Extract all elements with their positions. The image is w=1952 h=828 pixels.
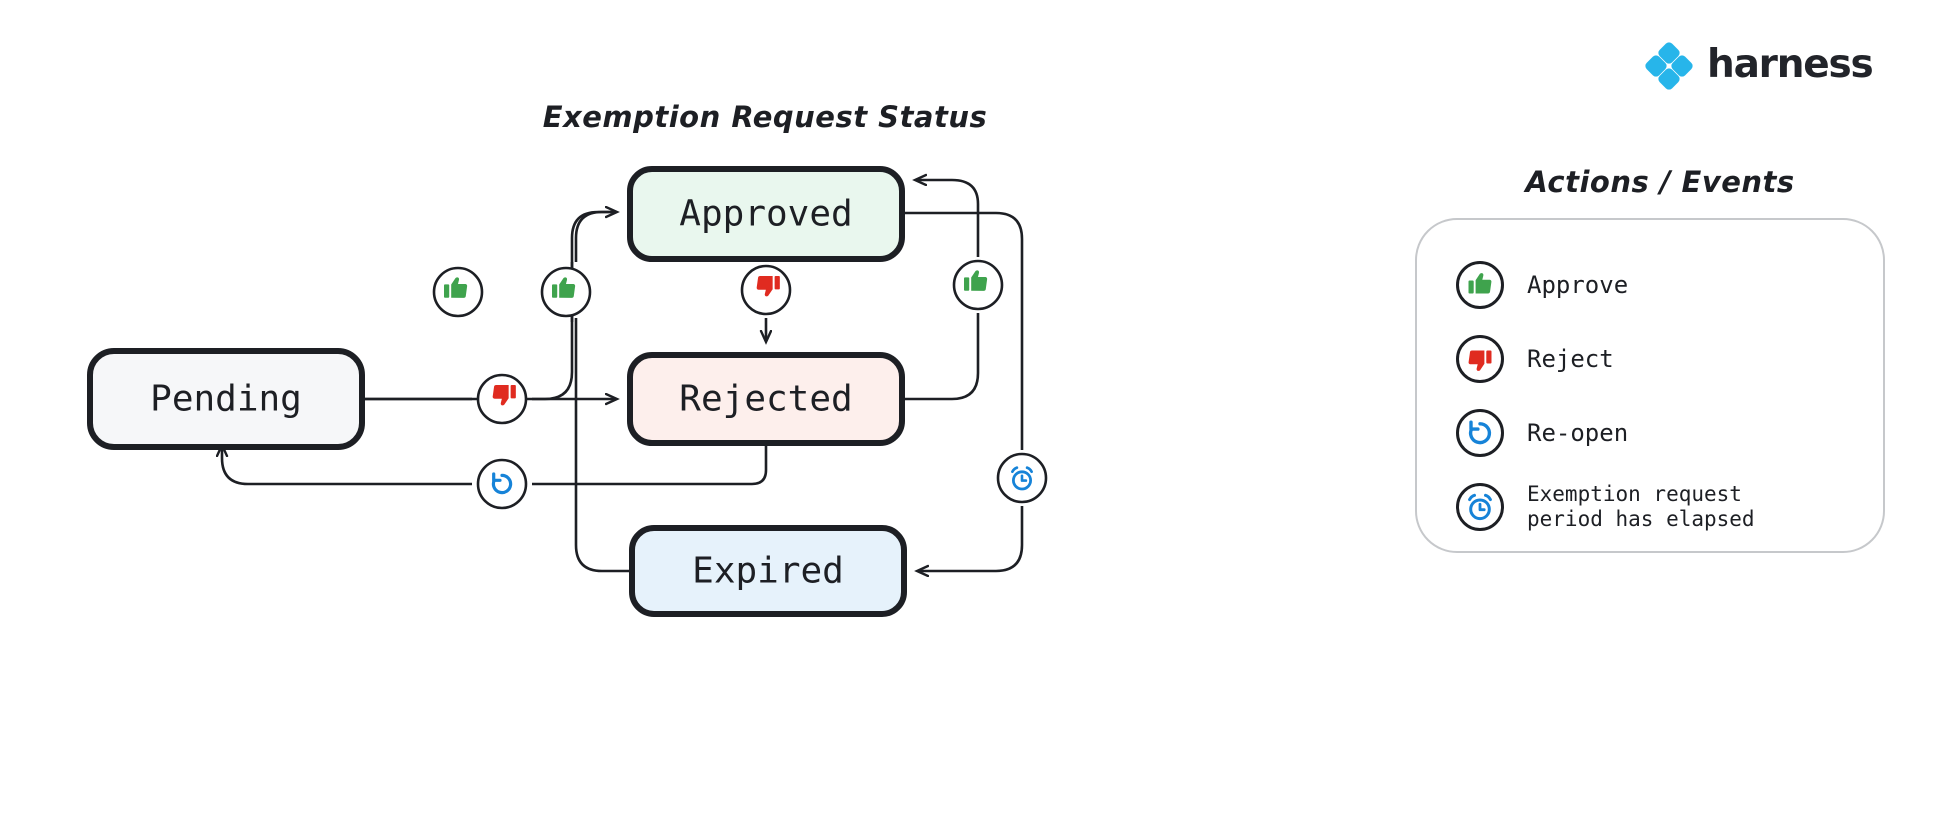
legend-item-reopen: Re-open [1455,396,1885,470]
edge-badge-approve-expired [540,266,592,318]
edge-expired-to-approved-lower [574,318,634,573]
harness-logo: harness [1645,42,1874,90]
node-label-rejected: Rejected [679,379,852,420]
node-label-expired: Expired [692,551,844,592]
edge-approved-to-expired-lower [918,506,1024,571]
legend-item-elapsed: Exemption request period has elapsed [1455,470,1885,544]
node-pending[interactable]: Pending [87,348,365,450]
legend-label-reject: Reject [1527,344,1614,373]
edge-rejected-to-approved-lower [902,313,980,401]
edge-badge-reopen [476,458,528,510]
edge-approved-to-expired-upper [902,211,1024,450]
edge-rejected-to-pending-right [532,443,768,486]
legend-label-approve: Approve [1527,270,1629,299]
edge-badge-reject-approved [740,264,792,316]
edge-badge-approve-pending [432,266,484,318]
edge-badge-elapsed [996,452,1048,504]
legend-item-reject: Reject [1455,322,1885,396]
alarm-clock-icon [1456,483,1504,531]
thumbs-up-icon [1456,261,1504,309]
edge-rejected-to-approved-upper [916,180,980,257]
edge-rejected-to-pending-left [222,446,472,486]
legend-label-reopen: Re-open [1527,418,1629,447]
harness-diamond-logo-icon [1645,42,1693,90]
legend-title: Actions / Events [1525,165,1795,199]
edge-layer [222,180,1024,573]
node-approved[interactable]: Approved [627,166,905,262]
re-open-icon [1456,409,1504,457]
legend-item-approve: Approve [1455,248,1885,322]
edge-badge-approve-rejected [952,259,1004,311]
legend-list: Approve Reject Re-open [1455,248,1885,544]
node-expired[interactable]: Expired [629,525,907,617]
node-rejected[interactable]: Rejected [627,352,905,446]
legend-label-elapsed: Exemption request period has elapsed [1527,482,1755,531]
node-label-pending: Pending [150,379,302,420]
diagram-title: Exemption Request Status [542,100,988,134]
edge-expired-to-approved-upper [574,210,616,262]
thumbs-down-icon [1456,335,1504,383]
harness-wordmark: harness [1707,42,1874,87]
edge-badge-reject-pending [476,373,528,425]
node-label-approved: Approved [679,194,852,235]
